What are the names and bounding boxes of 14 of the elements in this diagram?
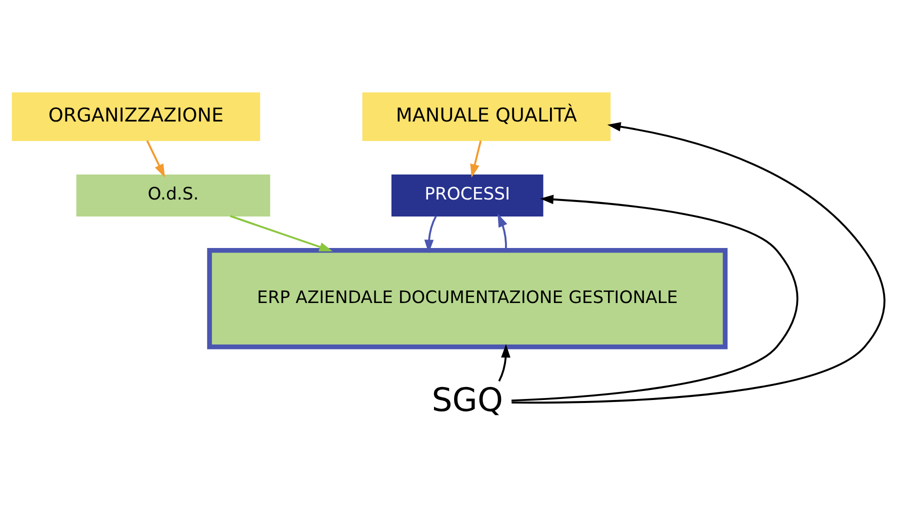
node-box: O.d.S. xyxy=(76,174,270,216)
arrow xyxy=(498,214,508,250)
node-text: SGQ xyxy=(432,381,504,419)
arrow xyxy=(498,344,510,382)
node-box: ERP AZIENDALE DOCUMENTAZIONE GESTIONALE xyxy=(207,248,728,350)
node-box: MANUALE QUALITÀ xyxy=(362,92,611,142)
node-box: PROCESSI xyxy=(391,174,544,216)
node-box: ORGANIZZAZIONE xyxy=(12,92,260,142)
arrow xyxy=(146,140,165,178)
arrow xyxy=(470,140,482,178)
arrow xyxy=(424,216,437,254)
arrow xyxy=(512,122,886,404)
arrow xyxy=(230,215,333,252)
arrow xyxy=(511,194,798,402)
